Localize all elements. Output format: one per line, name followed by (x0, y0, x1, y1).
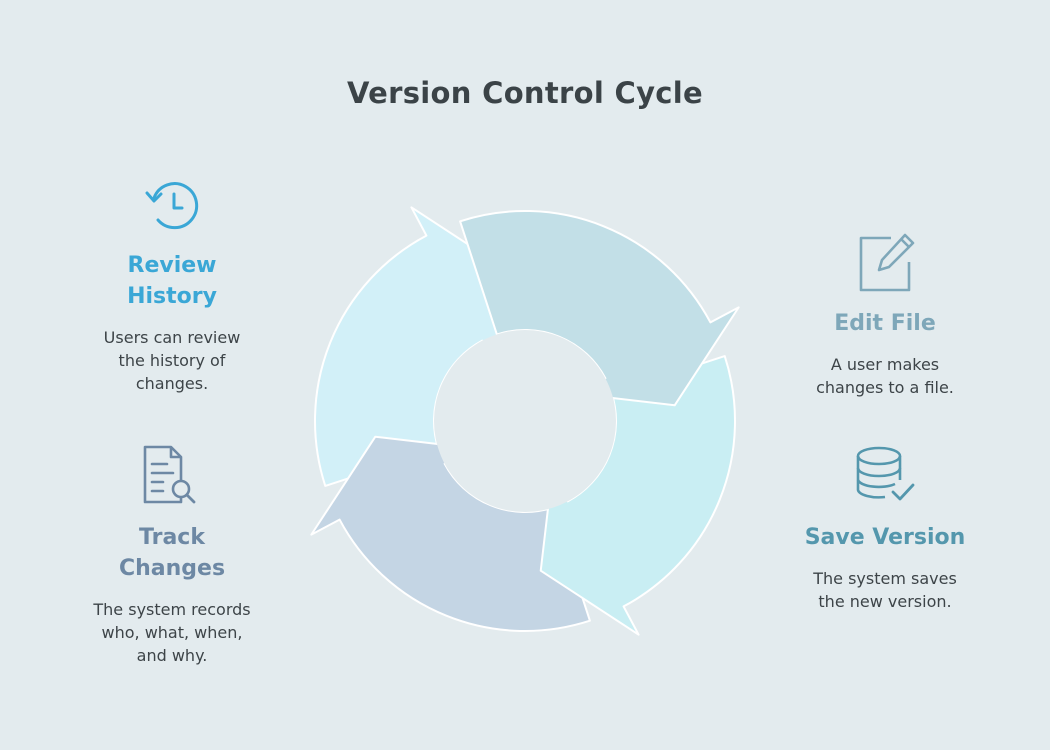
step-description: The system saves the new version. (813, 569, 957, 611)
step-heading: Edit File (834, 311, 936, 336)
step-heading: Review History (127, 253, 217, 309)
cycle-center (434, 330, 616, 512)
history-icon (145, 182, 199, 230)
step-edit-file: Edit File A user makes changes to a file… (790, 232, 980, 399)
database-check-icon (856, 446, 915, 501)
document-search-icon (143, 445, 196, 504)
step-review-history: Review History Users can review the hist… (72, 176, 272, 395)
cycle-segments (310, 206, 740, 636)
step-description: A user makes changes to a file. (816, 355, 954, 397)
edit-file-icon (859, 233, 915, 292)
step-heading: Track Changes (118, 525, 226, 581)
step-heading: Save Version (804, 525, 966, 550)
step-description: The system records who, what, when, and … (93, 600, 251, 665)
step-save-version: Save Version The system saves the new ve… (785, 444, 985, 613)
page-title: Version Control Cycle (347, 76, 703, 110)
step-track-changes: Track Changes The system records who, wh… (72, 444, 272, 667)
step-description: Users can review the history of changes. (103, 328, 241, 393)
